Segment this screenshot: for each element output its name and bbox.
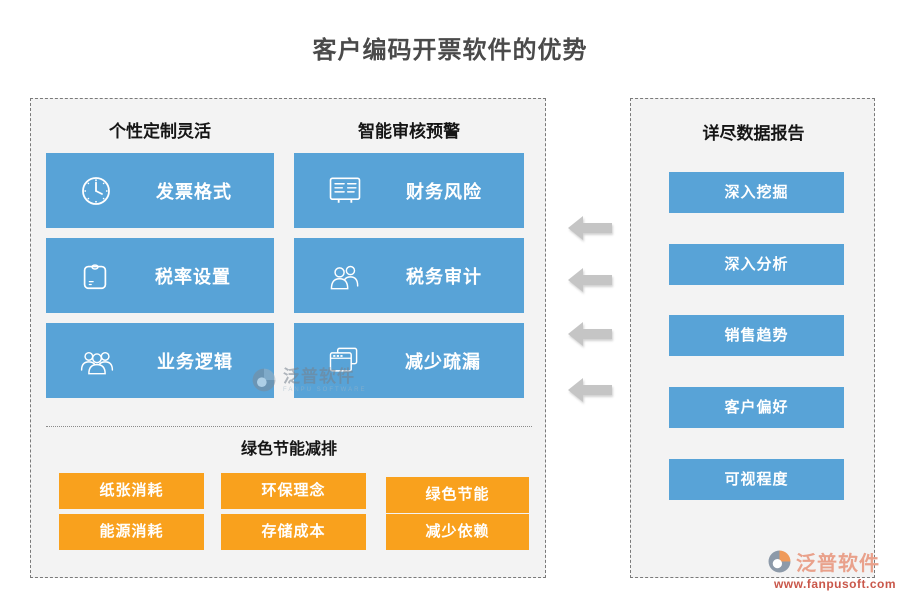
- report-box-trend: 销售趋势: [669, 315, 844, 356]
- windows-icon: [326, 344, 362, 378]
- left-arrow-icon: [568, 322, 612, 346]
- feature-label: 财务风险: [406, 181, 482, 202]
- report-box-preference: 客户偏好: [669, 387, 844, 428]
- green-box-dependence: 减少依赖: [386, 514, 529, 550]
- footer-logo-url: www.fanpusoft.com: [773, 577, 896, 591]
- green-box-eco: 环保理念: [221, 473, 366, 509]
- feature-label: 业务逻辑: [157, 351, 233, 372]
- footer-logo-text: 泛普软件: [796, 553, 880, 575]
- left-arrow-icon: [568, 268, 612, 292]
- ledger-icon: [326, 174, 364, 208]
- feature-box-invoice-format: 发票格式: [46, 153, 274, 228]
- feature-box-reduce-omission: 减少疏漏: [294, 323, 524, 398]
- report-box-analysis: 深入分析: [669, 244, 844, 285]
- column-header-customization: 个性定制灵活: [109, 122, 211, 141]
- feature-label: 税率设置: [155, 266, 231, 287]
- page-title: 客户编码开票软件的优势: [312, 37, 588, 64]
- report-box-visibility: 可视程度: [669, 459, 844, 500]
- people-icon: [326, 260, 364, 292]
- feature-box-tax-audit: 税务审计: [294, 238, 524, 313]
- feature-label: 发票格式: [156, 181, 232, 202]
- footer-logo: 泛普软件 www.fanpusoft.com: [766, 547, 896, 591]
- column-header-audit: 智能审核预警: [358, 122, 460, 141]
- right-panel: 详尽数据报告 深入挖掘 深入分析 销售趋势 客户偏好 可视程度: [630, 98, 875, 578]
- clock-icon: [78, 173, 114, 209]
- left-panel: 个性定制灵活 智能审核预警 发票格式: [30, 98, 546, 578]
- green-section-header: 绿色节能减排: [240, 441, 337, 458]
- green-box-saving: 绿色节能: [386, 477, 529, 513]
- green-box-storage: 存储成本: [221, 514, 366, 550]
- left-arrow-icon: [568, 216, 612, 240]
- left-arrow-icon: [568, 378, 612, 402]
- right-panel-header: 详尽数据报告: [702, 124, 805, 143]
- feature-box-financial-risk: 财务风险: [294, 153, 524, 228]
- group-icon: [78, 345, 116, 377]
- green-box-paper: 纸张消耗: [59, 473, 204, 509]
- dotted-divider: [46, 426, 532, 427]
- report-box-mining: 深入挖掘: [669, 172, 844, 213]
- feature-box-business-logic: 业务逻辑: [46, 323, 274, 398]
- feature-box-tax-rate: 税率设置: [46, 238, 274, 313]
- pouch-icon: [78, 258, 112, 294]
- fanpu-logo-icon: [768, 550, 791, 573]
- green-box-energy: 能源消耗: [59, 514, 204, 550]
- feature-label: 减少疏漏: [405, 351, 481, 372]
- feature-label: 税务审计: [406, 266, 482, 287]
